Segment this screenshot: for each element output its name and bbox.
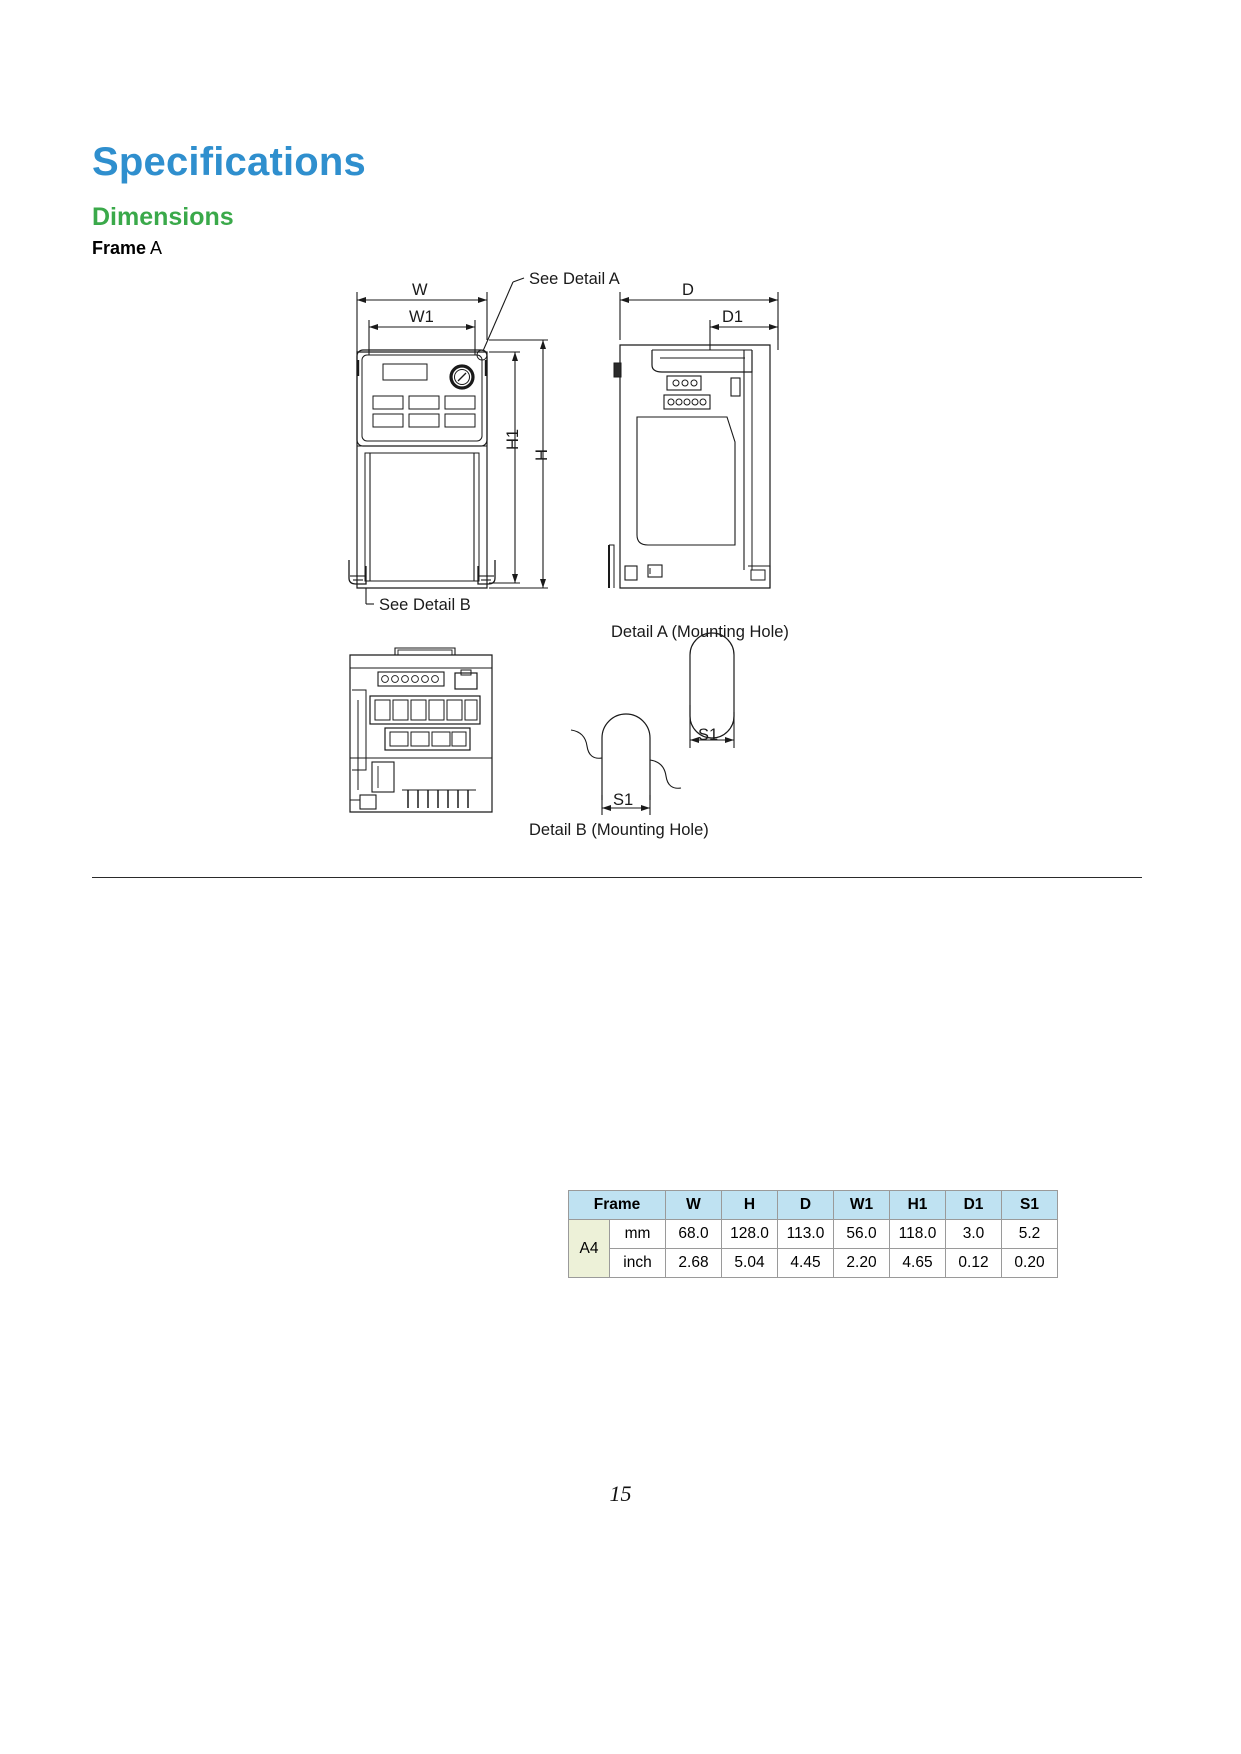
drawing-svg xyxy=(348,277,779,815)
dimension-label-w: W xyxy=(412,281,428,299)
value-d1-inch: 0.12 xyxy=(945,1248,1002,1278)
dimension-label-h1: H1 xyxy=(504,428,522,450)
value-h1-mm: 118.0 xyxy=(889,1219,946,1249)
dimensions-table-wrapper: Frame W H D W1 H1 D1 S1 A4 mm 68.0 128.0… xyxy=(568,1190,1058,1278)
value-w1-inch: 2.20 xyxy=(833,1248,890,1278)
value-w-inch: 2.68 xyxy=(665,1248,722,1278)
dimensions-table: Frame W H D W1 H1 D1 S1 A4 mm 68.0 128.0… xyxy=(568,1190,1058,1278)
detail-a-caption: Detail A (Mounting Hole) xyxy=(611,623,789,641)
table-header-w: W xyxy=(665,1190,722,1220)
page-title: Specifications xyxy=(92,140,366,184)
value-d1-mm: 3.0 xyxy=(945,1219,1002,1249)
table-header-frame: Frame xyxy=(568,1190,666,1220)
section-heading: Dimensions xyxy=(92,203,234,231)
table-header-h: H xyxy=(721,1190,778,1220)
value-w-mm: 68.0 xyxy=(665,1219,722,1249)
dimension-label-s1-detail-a: S1 xyxy=(698,726,719,744)
see-detail-a-label: See Detail A xyxy=(529,270,620,288)
value-h-inch: 5.04 xyxy=(721,1248,778,1278)
table-header-s1: S1 xyxy=(1001,1190,1058,1220)
table-body: A4 mm 68.0 128.0 113.0 56.0 118.0 3.0 5.… xyxy=(568,1219,1058,1278)
detail-b-caption: Detail B (Mounting Hole) xyxy=(529,821,709,839)
table-row: A4 mm 68.0 128.0 113.0 56.0 118.0 3.0 5.… xyxy=(568,1219,1058,1278)
unit-cell-mm: mm xyxy=(609,1219,666,1249)
table-row: inch 2.68 5.04 4.45 2.20 4.65 0.12 0.20 xyxy=(569,1248,1058,1278)
dimension-label-h: H xyxy=(533,449,551,461)
frame-label-bold: Frame xyxy=(92,238,147,258)
frame-label-rest: A xyxy=(146,238,163,258)
table-header-d1: D1 xyxy=(945,1190,1002,1220)
value-s1-mm: 5.2 xyxy=(1001,1219,1058,1249)
page-number: 15 xyxy=(609,1481,632,1506)
dimension-label-d1: D1 xyxy=(722,308,744,326)
dimension-label-d: D xyxy=(682,281,694,299)
table-header-row: Frame W H D W1 H1 D1 S1 xyxy=(568,1190,1058,1220)
dimension-label-s1-detail-b: S1 xyxy=(613,791,634,809)
table-header-w1: W1 xyxy=(833,1190,890,1220)
table-head: Frame W H D W1 H1 D1 S1 xyxy=(568,1190,1058,1220)
frame-name-cell: A4 xyxy=(568,1219,610,1278)
dimension-drawing: W W1 D D1 H1 H See Detail A See Detail B… xyxy=(348,270,789,839)
value-d-mm: 113.0 xyxy=(777,1219,834,1249)
frame-label: Frame A xyxy=(92,238,162,259)
value-s1-inch: 0.20 xyxy=(1001,1248,1058,1278)
see-detail-b-label: See Detail B xyxy=(379,596,471,614)
value-h-mm: 128.0 xyxy=(721,1219,778,1249)
value-h1-inch: 4.65 xyxy=(889,1248,946,1278)
table-header-h1: H1 xyxy=(889,1190,946,1220)
section-divider xyxy=(92,877,1142,878)
unit-cell-inch: inch xyxy=(609,1248,666,1278)
table-header-d: D xyxy=(777,1190,834,1220)
value-d-inch: 4.45 xyxy=(777,1248,834,1278)
dimension-label-w1: W1 xyxy=(409,308,434,326)
value-w1-mm: 56.0 xyxy=(833,1219,890,1249)
